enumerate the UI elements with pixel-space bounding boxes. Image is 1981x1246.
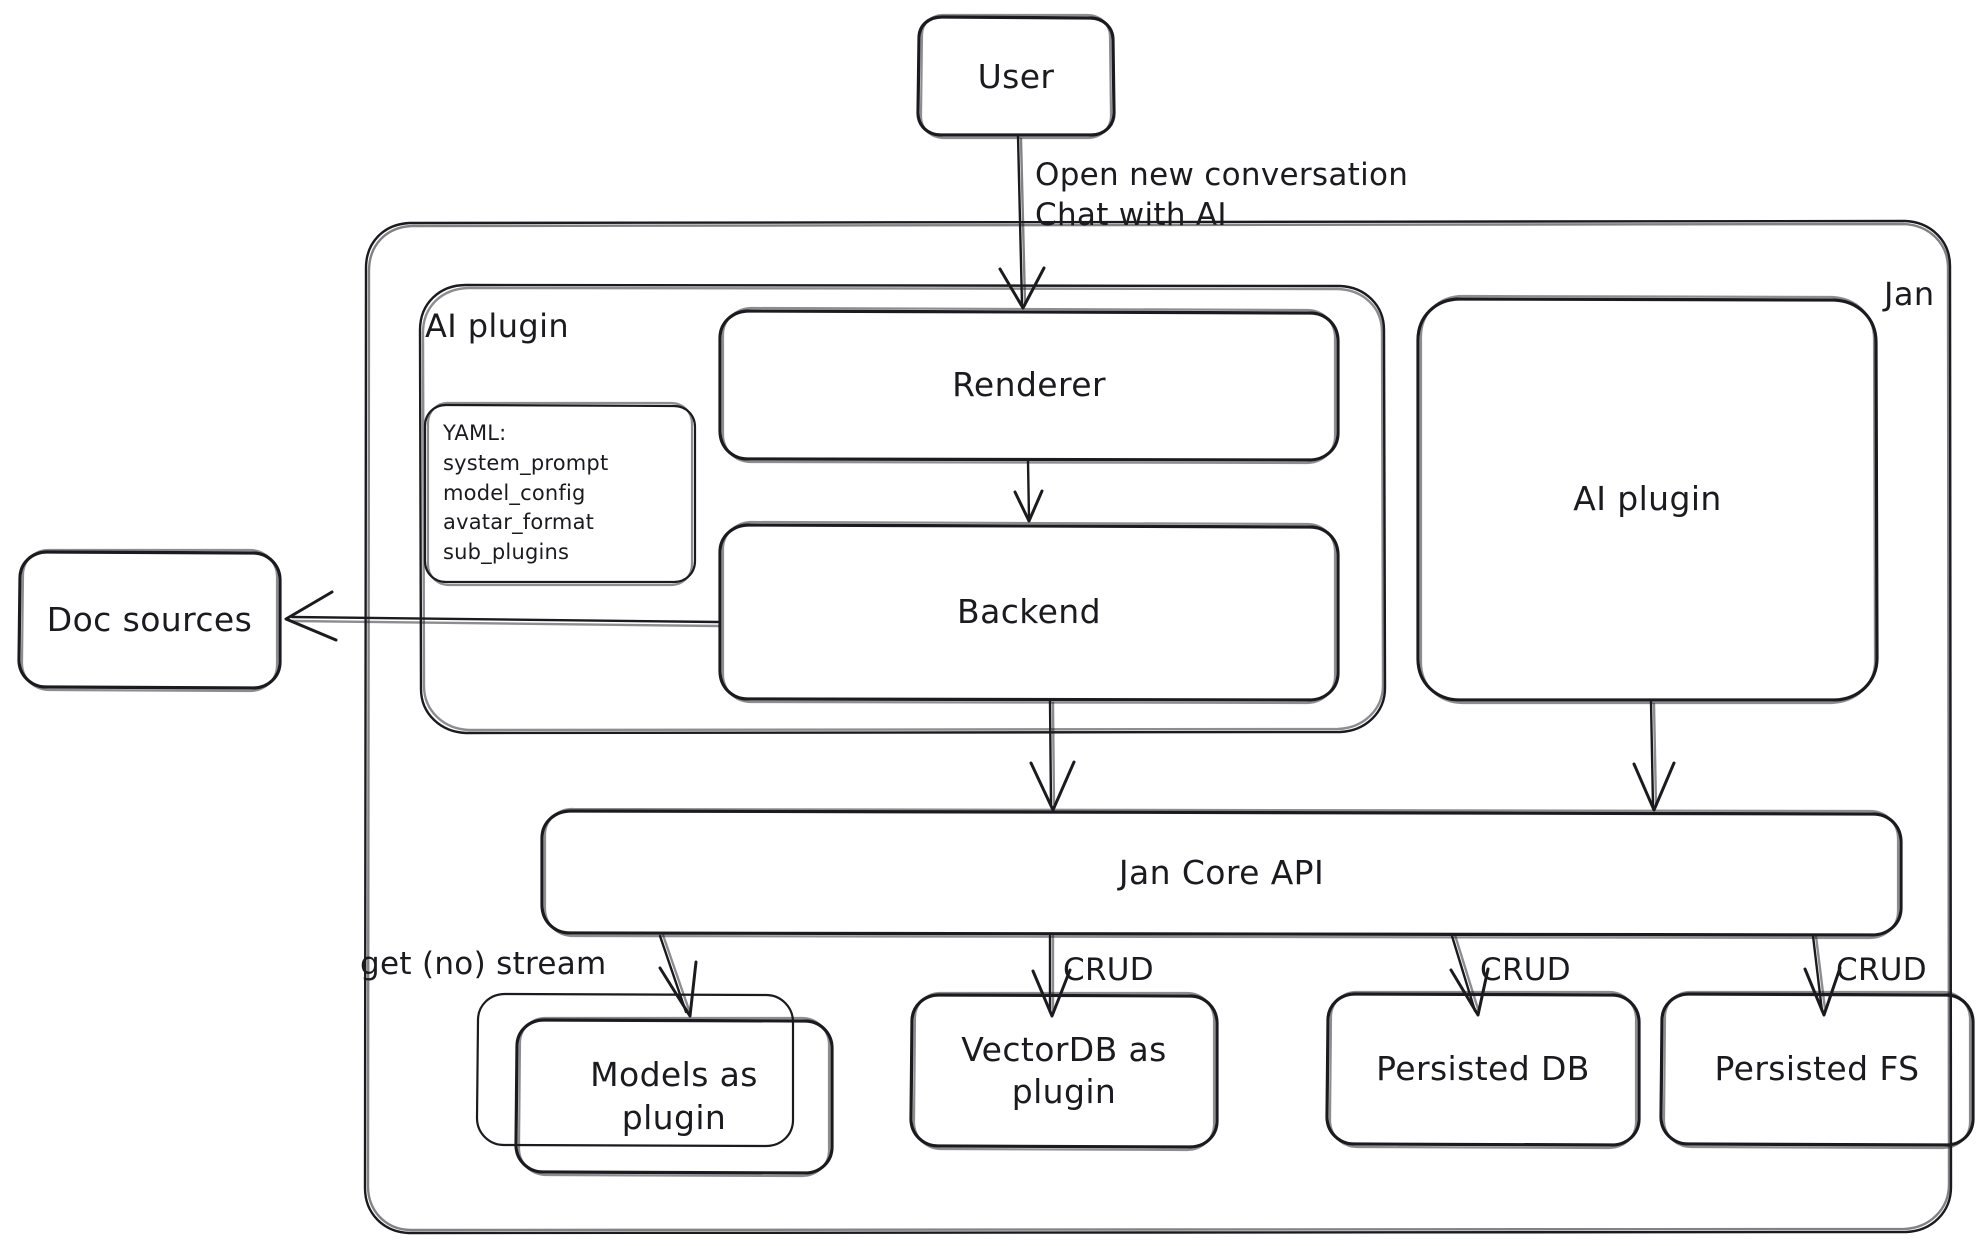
vectordb-plugin-node[interactable] bbox=[911, 992, 1217, 1150]
yaml-card-text: YAML: system_prompt model_config avatar_… bbox=[443, 421, 609, 565]
edge-ai-plugin-to-core bbox=[1632, 700, 1676, 812]
yaml-card-shape bbox=[423, 401, 697, 587]
edge-label-user-to-renderer: Open new conversation Chat with AI bbox=[1035, 157, 1409, 234]
backend-box-shape bbox=[718, 520, 1340, 705]
ai-plugin-group-shape bbox=[418, 283, 1387, 735]
user-box-shape bbox=[916, 13, 1116, 140]
doc-sources-node[interactable] bbox=[19, 550, 280, 691]
models-plugin-node[interactable] bbox=[477, 992, 832, 1176]
ai-plugin-right-box-shape bbox=[1416, 294, 1879, 705]
jan-core-api-node[interactable] bbox=[542, 808, 1901, 938]
vectordb-plugin-box-shape bbox=[909, 991, 1219, 1152]
edge-backend-to-core bbox=[1029, 699, 1076, 812]
edge-label-core-to-models: get (no) stream bbox=[360, 946, 607, 982]
persisted-fs-node[interactable] bbox=[1661, 991, 1973, 1148]
persisted-db-box-shape bbox=[1325, 990, 1641, 1150]
edge-renderer-to-backend bbox=[1013, 459, 1044, 523]
doc-sources-box-shape bbox=[17, 548, 282, 693]
user-node[interactable] bbox=[918, 17, 1114, 138]
backend-node[interactable] bbox=[720, 522, 1338, 703]
renderer-node[interactable] bbox=[720, 308, 1338, 463]
persisted-db-node[interactable] bbox=[1327, 991, 1639, 1148]
edge-label-core-to-db: CRUD bbox=[1480, 952, 1571, 988]
edge-core-to-vectordb bbox=[1031, 934, 1072, 1018]
jan-container-label: Jan bbox=[1884, 275, 1935, 313]
edge-core-to-models bbox=[658, 933, 698, 1018]
persisted-fs-box-shape bbox=[1659, 990, 1975, 1150]
jan-container-shape bbox=[363, 219, 1953, 1235]
edge-label-core-to-vectordb: CRUD bbox=[1063, 952, 1154, 988]
yaml-card-node[interactable] bbox=[425, 403, 695, 585]
edge-user-to-renderer bbox=[998, 134, 1046, 310]
ai-plugin-right-node[interactable] bbox=[1418, 296, 1877, 703]
ai-plugin-group-label: AI plugin bbox=[425, 307, 570, 345]
models-plugin-box-shape bbox=[475, 992, 834, 1178]
edge-core-to-fs bbox=[1803, 934, 1842, 1017]
edge-core-to-db bbox=[1449, 933, 1490, 1017]
renderer-box-shape bbox=[718, 306, 1340, 465]
jan-core-api-box-shape bbox=[540, 807, 1903, 940]
edge-label-core-to-fs: CRUD bbox=[1836, 952, 1927, 988]
edge-backend-to-doc-sources bbox=[284, 590, 720, 642]
